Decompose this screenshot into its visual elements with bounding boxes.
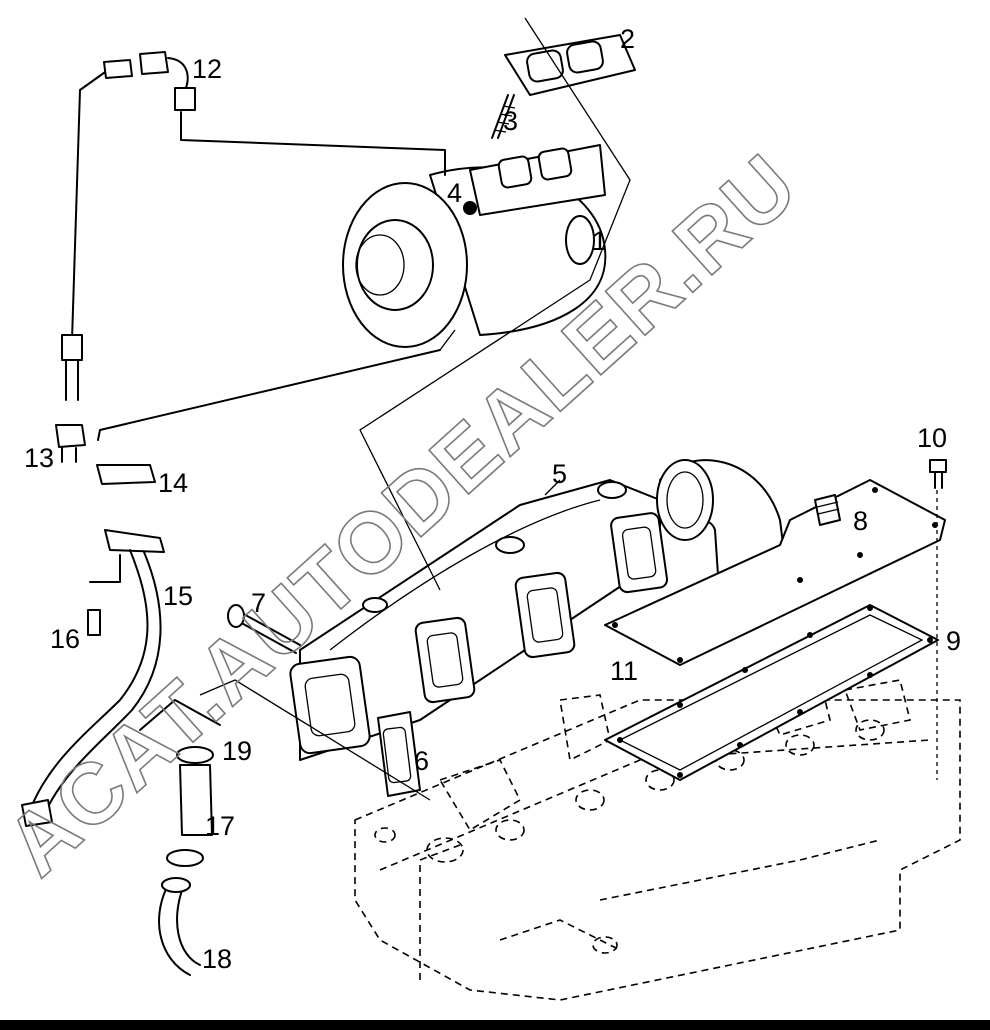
callout-2: 2 <box>620 24 635 54</box>
callout-10: 10 <box>917 423 947 453</box>
callout-4: 4 <box>447 178 462 208</box>
callout-9: 9 <box>946 626 961 656</box>
callout-5: 5 <box>552 459 567 489</box>
callout-18: 18 <box>202 944 232 974</box>
callout-17: 17 <box>205 811 235 841</box>
cover-bolt <box>929 459 947 780</box>
leader-lines <box>199 17 631 801</box>
callout-12: 12 <box>192 54 222 84</box>
callout-7: 7 <box>251 588 266 618</box>
oil-return-line <box>21 349 441 976</box>
cover-gasket <box>604 604 939 781</box>
oil-feed-line <box>55 51 446 463</box>
callout-14: 14 <box>158 468 188 498</box>
turbo-gasket <box>504 34 636 96</box>
callout-15: 15 <box>163 581 193 611</box>
plug-fitting <box>814 494 841 526</box>
callout-16: 16 <box>50 624 80 654</box>
callout-13: 13 <box>24 443 54 473</box>
callout-11: 11 <box>610 656 638 686</box>
bottom-frame-border <box>0 1020 990 1030</box>
callout-6: 6 <box>414 746 429 776</box>
callout-8: 8 <box>853 506 868 536</box>
callout-3: 3 <box>503 106 518 136</box>
callout-labels: 1 2 3 4 5 6 7 8 9 10 11 12 13 14 15 16 1… <box>24 24 961 974</box>
engine-block-outline <box>354 679 961 1001</box>
callout-1: 1 <box>592 226 607 256</box>
turbocharger <box>342 144 607 348</box>
manifold-bolt <box>227 604 301 654</box>
exhaust-manifold <box>289 479 669 761</box>
callout-19: 19 <box>222 736 252 766</box>
cover-plate <box>604 479 946 666</box>
turbo-stud <box>491 94 516 139</box>
